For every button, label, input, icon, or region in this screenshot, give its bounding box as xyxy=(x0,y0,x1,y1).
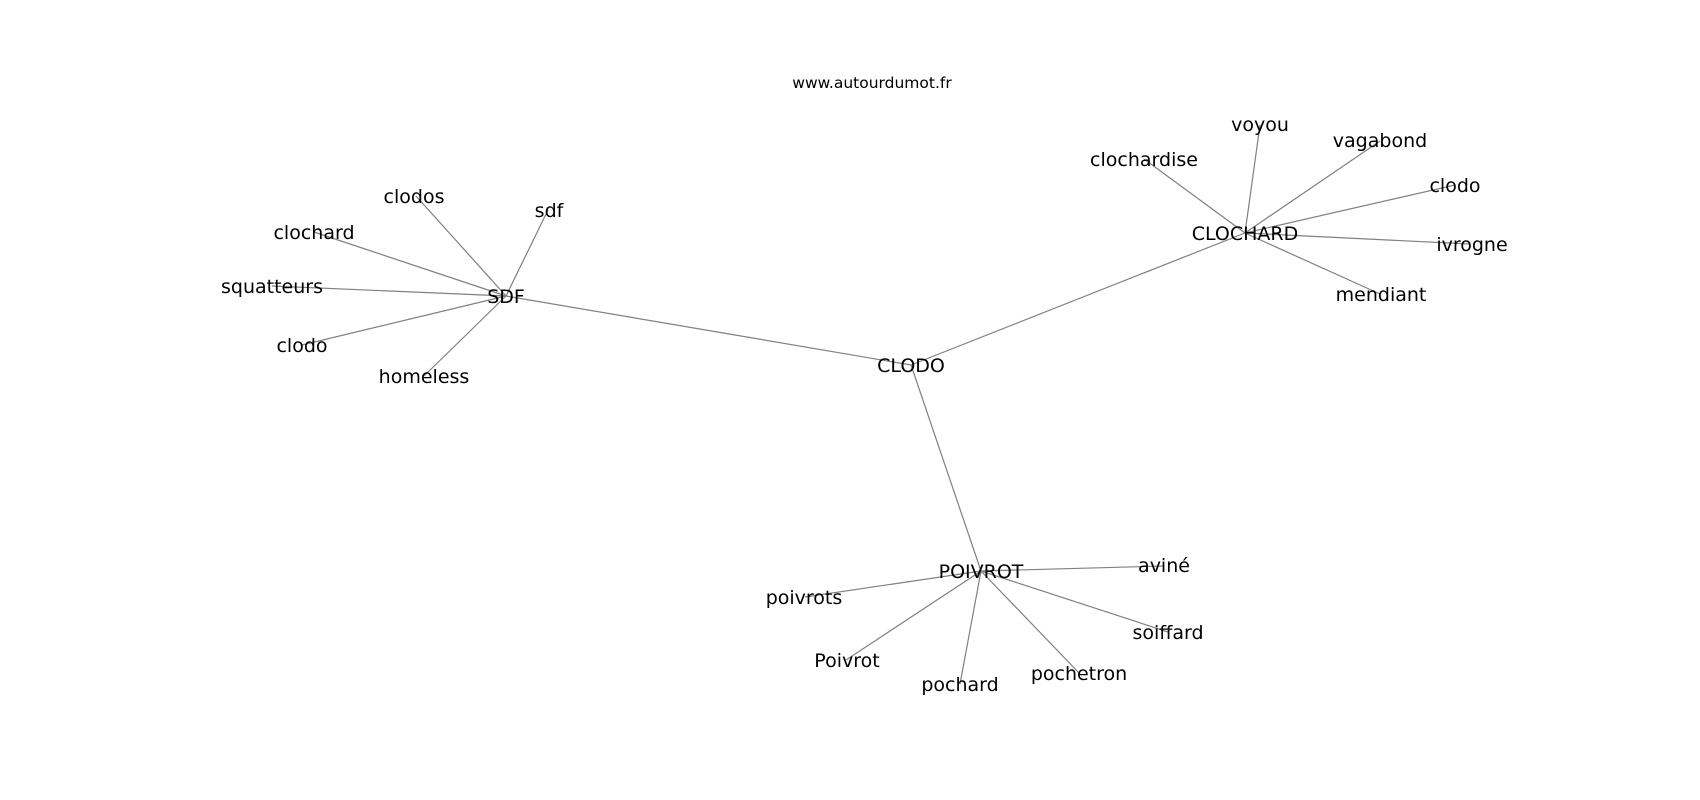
edge-sdf-homeless xyxy=(423,295,507,377)
edge-clochard-ivrogne xyxy=(1244,232,1471,245)
site-url-label: www.autourdumot.fr xyxy=(792,74,952,92)
node-leaf-ivrogne: ivrogne xyxy=(1436,234,1507,256)
node-center: CLODO xyxy=(877,355,945,377)
edge-sdf-squatteurs xyxy=(271,285,507,297)
node-leaf-pochard: pochard xyxy=(921,674,998,696)
node-leaf-soiffard: soiffard xyxy=(1132,622,1203,644)
edge-poivrot-poivrot-lower xyxy=(845,570,982,661)
edge-poivrot-poivrots xyxy=(804,570,982,598)
edge-center-clochard xyxy=(910,232,1246,366)
node-leaf-clochardise: clochardise xyxy=(1090,149,1198,171)
edge-poivrot-pochard xyxy=(959,570,982,685)
node-labels: CLODO SDF clodos sdf clochard squatteurs… xyxy=(221,114,1508,696)
edge-sdf-clodos xyxy=(415,195,507,297)
node-leaf-pochetron: pochetron xyxy=(1031,663,1127,685)
node-leaf-poivrots: poivrots xyxy=(766,587,843,609)
edge-clochard-clochardise xyxy=(1143,158,1246,234)
edge-clochard-voyou xyxy=(1244,124,1261,234)
node-leaf-poivrot-lower: Poivrot xyxy=(814,650,879,672)
edge-sdf-clodo xyxy=(301,295,507,346)
node-leaf-clodo-sdf: clodo xyxy=(276,335,327,357)
node-leaf-clodos: clodos xyxy=(384,186,445,208)
node-leaf-vagabond: vagabond xyxy=(1333,130,1427,152)
edges xyxy=(271,124,1471,685)
edge-clochard-mendiant xyxy=(1244,232,1381,295)
edge-center-poivrot xyxy=(910,364,982,572)
edge-clochard-vagabond xyxy=(1244,140,1381,234)
node-leaf-homeless: homeless xyxy=(379,366,470,388)
edge-center-sdf xyxy=(505,295,912,366)
node-leaf-sdf: sdf xyxy=(535,200,565,222)
edge-poivrot-soiffard xyxy=(980,570,1169,633)
edge-poivrot-pochetron xyxy=(980,570,1081,675)
edge-poivrot-avine xyxy=(980,565,1165,572)
edge-clochard-clodo xyxy=(1244,184,1456,234)
node-hub-poivrot: POIVROT xyxy=(939,561,1024,583)
edge-sdf-clochard xyxy=(313,231,507,297)
node-leaf-squatteurs: squatteurs xyxy=(221,276,323,298)
node-hub-sdf: SDF xyxy=(487,286,525,308)
node-leaf-clodo-clochard: clodo xyxy=(1429,175,1480,197)
edge-sdf-sdf xyxy=(505,209,549,297)
node-hub-clochard: CLOCHARD xyxy=(1192,223,1299,245)
node-leaf-avine: aviné xyxy=(1138,555,1190,577)
node-leaf-voyou: voyou xyxy=(1231,114,1289,136)
node-leaf-mendiant: mendiant xyxy=(1336,284,1427,306)
node-leaf-clochard: clochard xyxy=(273,222,354,244)
